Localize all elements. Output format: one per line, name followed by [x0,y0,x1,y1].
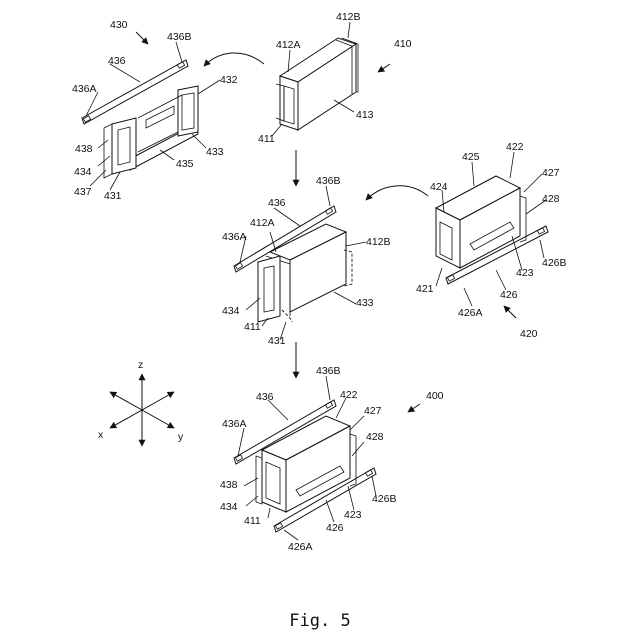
label-435: 435 [176,158,194,170]
label-412A: 412A [276,39,301,51]
label-436-mid: 436 [268,197,286,209]
arrow-410-to-430 [204,53,264,66]
axis-x-label: x [98,429,104,441]
label-437: 437 [74,186,92,198]
label-431: 431 [104,190,122,202]
label-412B: 412B [336,11,361,23]
label-420: 420 [520,328,538,340]
label-427-bottom: 427 [364,405,382,417]
label-426-bottom: 426 [326,522,344,534]
axis-y-label: y [178,431,184,443]
cell-410 [276,38,358,130]
label-433-mid: 433 [356,297,374,309]
label-426B: 426B [542,257,567,269]
label-413: 413 [356,109,374,121]
label-422: 422 [506,141,524,153]
figure-caption: Fig. 5 [289,611,350,631]
label-431-mid: 431 [268,335,286,347]
label-436: 436 [108,55,126,67]
label-423: 423 [516,267,534,279]
label-424: 424 [430,181,448,193]
label-434: 434 [74,166,92,178]
label-412A-mid: 412A [250,217,275,229]
leader-lines-430 [86,42,220,190]
arrow-420-to-assembly [366,186,428,200]
label-433: 433 [206,146,224,158]
label-427: 427 [542,167,560,179]
axis-z-label: z [138,359,143,371]
label-410: 410 [394,38,412,50]
label-421: 421 [416,283,434,295]
label-438: 438 [75,143,93,155]
label-428-bottom: 428 [366,431,384,443]
label-436A-mid: 436A [222,231,247,243]
label-434-mid: 434 [222,305,240,317]
y-axis-arrow [142,410,174,428]
label-430: 430 [110,19,128,31]
label-428: 428 [542,193,560,205]
label-426B-bottom: 426B [372,493,397,505]
arrow-400 [408,404,420,412]
label-400: 400 [426,390,444,402]
label-436A-bottom: 436A [222,418,247,430]
label-436B-bottom: 436B [316,365,341,377]
label-423-bottom: 423 [344,509,362,521]
label-411-bottom: 411 [244,515,261,527]
label-411: 411 [258,133,275,145]
arrow-430 [136,32,148,44]
label-426A-bottom: 426A [288,541,313,553]
label-425: 425 [462,151,480,163]
label-412B-mid: 412B [366,236,391,248]
label-426A: 426A [458,307,483,319]
label-436B: 436B [167,31,192,43]
label-436A: 436A [72,83,97,95]
label-438-bottom: 438 [220,479,238,491]
label-411-mid: 411 [244,321,261,333]
arrow-410 [378,64,390,72]
label-434-bottom: 434 [220,501,238,513]
x-axis-arrow [110,410,142,428]
label-426: 426 [500,289,518,301]
arrow-420 [504,306,516,318]
axis-triad [110,374,174,446]
label-436-bottom: 436 [256,391,274,403]
label-432: 432 [220,74,238,86]
label-422-bottom: 422 [340,389,358,401]
label-436B-mid: 436B [316,175,341,187]
